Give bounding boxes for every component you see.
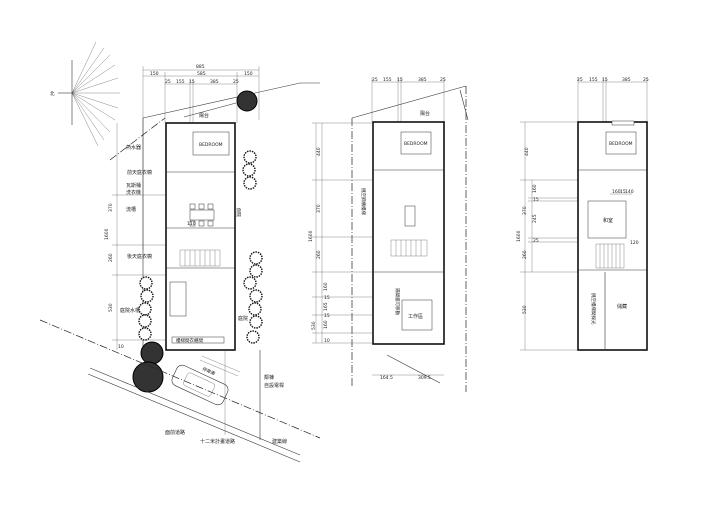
dim-label: 155 (176, 79, 185, 85)
dim-label: 15 (324, 295, 330, 301)
dim-label: 25 (440, 77, 446, 83)
dim-label: 10 (324, 338, 330, 344)
dim-label: 25 (533, 238, 539, 244)
dim-label: 385 (622, 77, 631, 83)
dim-label: 15 (620, 189, 626, 195)
dim-label: 110 (187, 221, 196, 227)
dim-label: 260 (522, 250, 528, 259)
dim-label: 25 (165, 79, 171, 85)
tree-row (138, 150, 263, 344)
dim-total-depth: 1600 (308, 230, 314, 242)
dim-label: 15 (533, 197, 539, 203)
dim-label: 585 (197, 71, 206, 77)
dim-label: 140 (625, 189, 634, 195)
dim-label: 530 (311, 321, 317, 330)
balcony-label: 陽台 (420, 110, 430, 117)
garden-label: 庭院水槽 (120, 307, 140, 314)
dim-label: 245 (532, 214, 538, 223)
side-garden-label: 庭院 (238, 315, 248, 322)
dim-label: 530 (522, 305, 528, 314)
bedroom-label: BEDROOM (609, 141, 633, 147)
dim-label: 15 (397, 77, 403, 83)
front-road-label: 面前道路 (165, 429, 185, 436)
dim-label: 120 (630, 240, 639, 246)
wall-note-label: 隔間牆可移動 (394, 288, 401, 315)
dim-total-depth: 1600 (104, 228, 110, 240)
water-heater-label: 熱水器 (126, 144, 141, 151)
planned-road-label: 十二米計畫道路 (200, 438, 235, 445)
front-yard-label: 前天庭衣櫥 (127, 169, 152, 176)
ground-floor-plan: 885 150 585 150 25 155 15 385 25 1600 37… (39, 64, 321, 463)
dim-label: 15 (189, 79, 195, 85)
dim-label: 370 (522, 206, 528, 215)
void-note-label: 挑空樓梯間採光 (590, 293, 597, 325)
dim-label: 440 (524, 147, 530, 156)
dim-label: 530 (108, 303, 114, 312)
dim-label: 160 (532, 184, 538, 193)
work-area-label: 工作區 (408, 313, 423, 320)
parking-label: 停車庫 (201, 365, 217, 377)
dim-total-depth: 1600 (516, 230, 522, 242)
dim-label: 25 (372, 77, 378, 83)
dim-label: 150 (244, 71, 253, 77)
dim-label: 10 (118, 344, 124, 350)
bedroom-label: BEDROOM (404, 141, 428, 147)
dim-label: 15 (324, 313, 330, 319)
dim-label: 440 (316, 147, 322, 156)
dim-label: 260 (108, 253, 114, 262)
dim-label: 385 (418, 77, 427, 83)
pole-label: 自設電桿 (264, 382, 284, 389)
side-yard-label: 側院 (235, 208, 242, 217)
tatami-room-label: 和室 (603, 217, 613, 224)
dim-label: 160 (612, 189, 621, 195)
dim-label: 260 (316, 250, 322, 259)
dim-label: 309.5 (418, 375, 431, 381)
gas-label: 瓦斯桶 (126, 182, 141, 189)
rear-yard-label: 後天庭衣櫥 (127, 253, 152, 260)
dim-label: 370 (316, 204, 322, 213)
dim-label: 155 (589, 77, 598, 83)
balcony-label: 陽台 (199, 112, 209, 119)
dim-label: 25 (233, 79, 239, 85)
dim-label: 370 (108, 203, 114, 212)
dim-label: 160 (323, 320, 329, 329)
third-floor-plan: 25 155 15 385 25 1600 440 370 160 15 245… (516, 77, 649, 351)
building-line-label: 建築線 (272, 438, 287, 445)
storage-label: 樓梯間衣櫃間 (176, 337, 203, 344)
dim-label: 385 (210, 79, 219, 85)
sink-label: 流槽 (126, 206, 136, 213)
dim-label: 155 (383, 77, 392, 83)
storage-label: 儲藏 (617, 303, 627, 310)
neighbor-label: 鄰棟 (264, 374, 274, 381)
north-label: 北 (50, 90, 55, 97)
compass-rose: 北 (50, 41, 120, 147)
dim-label: 165 (323, 302, 329, 311)
dim-label: 164.5 (380, 375, 393, 381)
bedroom-label: BEDROOM (199, 142, 223, 148)
dim-label: 150 (150, 71, 159, 77)
second-floor-plan: 25 155 15 385 25 1600 440 370 260 530 16… (308, 77, 469, 392)
dim-label: 25 (577, 77, 583, 83)
dim-label: 160 (323, 282, 329, 291)
dim-label: 15 (602, 77, 608, 83)
car (171, 364, 229, 406)
washer-label: 洗衣機 (126, 189, 141, 196)
dim-label: 25 (643, 77, 649, 83)
dim-total-width: 885 (196, 64, 205, 70)
void-label: 挑空鋼構樓梯 (360, 188, 367, 215)
